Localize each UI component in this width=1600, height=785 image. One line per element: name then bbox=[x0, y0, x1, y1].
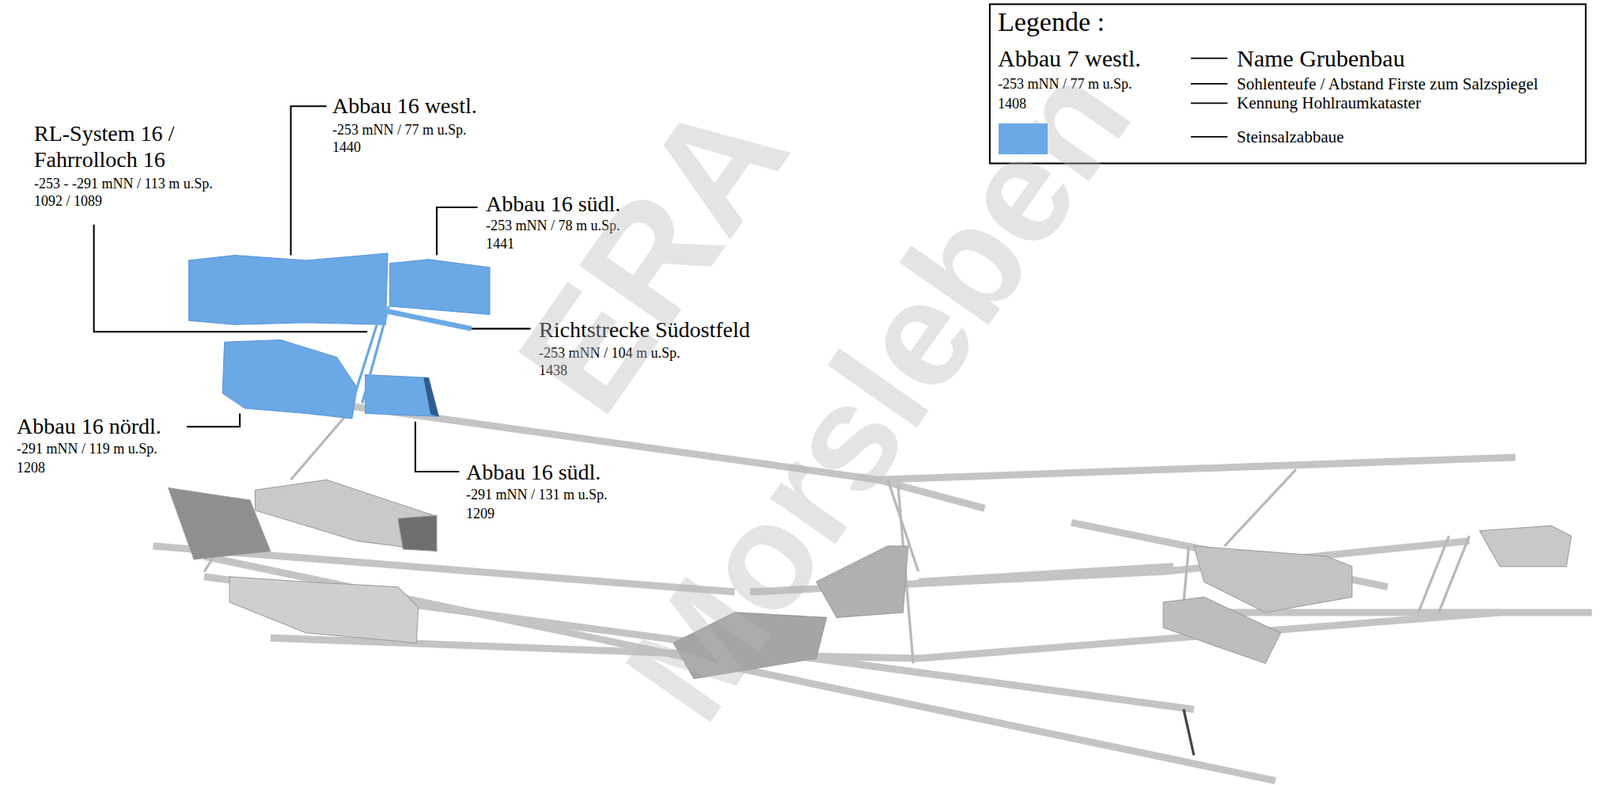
watermark: ERA bbox=[492, 72, 814, 438]
legend-text: Kennung Hohlraumkataster bbox=[1236, 94, 1422, 112]
stope-face bbox=[398, 515, 437, 551]
stope-blue bbox=[365, 374, 440, 417]
callout-name: Abbau 16 südl. bbox=[466, 461, 601, 484]
drift bbox=[270, 612, 1501, 659]
callout-id: 1209 bbox=[466, 506, 495, 521]
callout-depth: -291 mNN / 131 m u.Sp. bbox=[466, 487, 608, 502]
shaft bbox=[291, 408, 353, 480]
leader-line bbox=[415, 421, 459, 472]
stope bbox=[1163, 597, 1281, 664]
legend-text: Name Grubenbau bbox=[1236, 46, 1405, 71]
legend-line bbox=[1190, 83, 1228, 85]
drift bbox=[918, 566, 1174, 582]
legend-title: Legende : bbox=[997, 8, 1105, 36]
shaft bbox=[1183, 709, 1195, 755]
stope-blue bbox=[390, 259, 490, 315]
blue-stopes bbox=[189, 253, 490, 419]
legend-text: Steinsalzabbaue bbox=[1236, 128, 1344, 146]
legend-lines bbox=[1190, 58, 1228, 137]
drift-blue bbox=[387, 310, 472, 329]
stope bbox=[1194, 545, 1353, 613]
callout-id: 1441 bbox=[485, 236, 515, 251]
legend-line bbox=[1190, 136, 1228, 138]
callout-depth: -291 mNN / 119 m u.Sp. bbox=[16, 441, 158, 456]
shaft bbox=[1183, 545, 1189, 603]
shaft bbox=[1224, 469, 1296, 546]
stope-blue bbox=[189, 253, 388, 325]
legend-text: Sohlenteufe / Abstand Firste zum Salzspi… bbox=[1236, 75, 1539, 93]
stope bbox=[254, 479, 437, 551]
leader-line bbox=[186, 413, 240, 427]
callout-depth: -253 - -291 mNN / 113 m u.Sp. bbox=[34, 176, 213, 191]
shaft bbox=[1438, 535, 1470, 613]
stope-face bbox=[423, 377, 439, 417]
leader-line bbox=[436, 207, 478, 256]
legend-line bbox=[1190, 102, 1228, 105]
callout-name: RL-System 16 / bbox=[34, 122, 175, 145]
callout-name: Abbau 16 nördl. bbox=[16, 415, 162, 438]
callout-id: 1092 / 1089 bbox=[34, 193, 103, 209]
stope bbox=[229, 576, 419, 644]
stope-blue bbox=[222, 340, 357, 419]
leader-line bbox=[291, 106, 327, 255]
stope bbox=[1479, 525, 1572, 567]
legend-swatch bbox=[998, 123, 1048, 155]
callout-id: 1208 bbox=[16, 460, 46, 475]
callout-name: Abbau 16 westl. bbox=[332, 94, 478, 118]
callout-id: 1440 bbox=[332, 140, 361, 155]
raise bbox=[362, 306, 390, 404]
leader-line bbox=[94, 224, 368, 332]
callout-depth: -253 mNN / 77 m u.Sp. bbox=[332, 122, 467, 137]
callout-name: Fahrrolloch 16 bbox=[34, 148, 166, 171]
legend-line bbox=[1190, 57, 1228, 60]
